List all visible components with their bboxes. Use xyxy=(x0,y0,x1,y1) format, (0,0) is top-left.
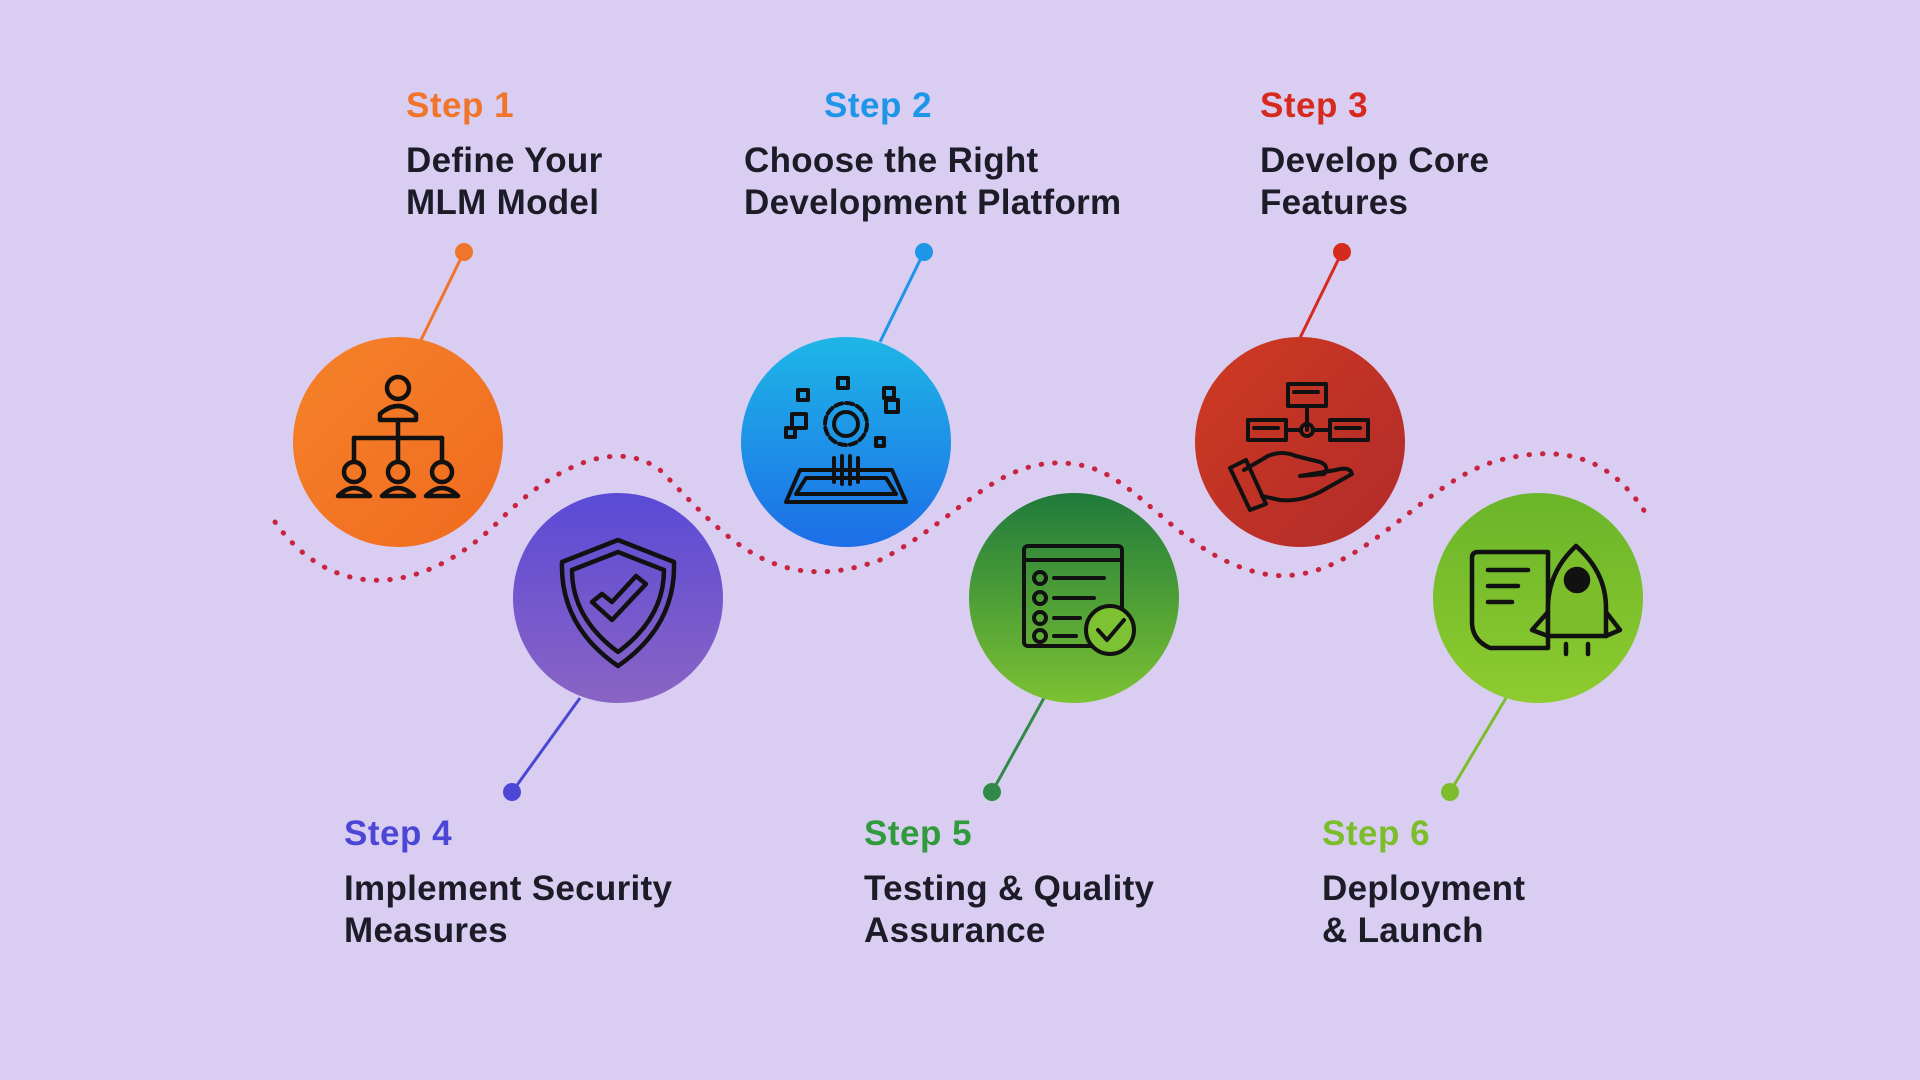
step-4-number: Step 4 xyxy=(344,814,453,853)
step-2-label: Step 2 Choose the Right Development Plat… xyxy=(744,86,1121,224)
connector-step-4 xyxy=(503,697,582,801)
step-5-title: Testing & Quality Assurance xyxy=(864,869,1155,950)
checklist-icon xyxy=(1022,544,1136,656)
step-2-number: Step 2 xyxy=(824,86,933,125)
step-4-circle xyxy=(513,493,723,703)
step-1-number: Step 1 xyxy=(406,86,515,125)
dotted-wave-path xyxy=(272,451,1653,583)
rocket-document-icon xyxy=(1469,543,1623,657)
step-2-title: Choose the Right Development Platform xyxy=(744,141,1122,222)
step-4-label: Step 4 Implement Security Measures xyxy=(344,814,672,952)
step-1-title: Define Your MLM Model xyxy=(406,141,603,222)
shield-check-icon xyxy=(559,537,677,669)
hierarchy-org-chart-icon xyxy=(335,374,461,499)
step-4-title: Implement Security Measures xyxy=(344,869,673,950)
step-3-circle xyxy=(1195,337,1405,547)
step-5-label: Step 5 Testing & Quality Assurance xyxy=(864,814,1154,952)
step-6-title: Deployment & Launch xyxy=(1322,869,1526,950)
connector-step-2 xyxy=(878,243,933,343)
connector-step-6 xyxy=(1441,697,1508,801)
connector-step-5 xyxy=(983,697,1046,801)
connector-step-3 xyxy=(1296,243,1351,343)
step-1-label: Step 1 Define Your MLM Model xyxy=(406,86,602,224)
gear-platform-icon xyxy=(784,376,908,504)
step-6-circle xyxy=(1433,493,1643,703)
step-3-title: Develop Core Features xyxy=(1260,141,1490,222)
step-3-label: Step 3 Develop Core Features xyxy=(1260,86,1489,224)
connector-step-1 xyxy=(418,243,473,343)
step-5-circle xyxy=(969,493,1179,703)
step-5-number: Step 5 xyxy=(864,814,973,853)
step-6-label: Step 6 Deployment & Launch xyxy=(1322,814,1525,952)
step-3-number: Step 3 xyxy=(1260,86,1369,125)
step-6-number: Step 6 xyxy=(1322,814,1431,853)
hand-flowchart-icon xyxy=(1228,382,1370,512)
step-1-circle xyxy=(293,337,503,547)
step-2-circle xyxy=(741,337,951,547)
